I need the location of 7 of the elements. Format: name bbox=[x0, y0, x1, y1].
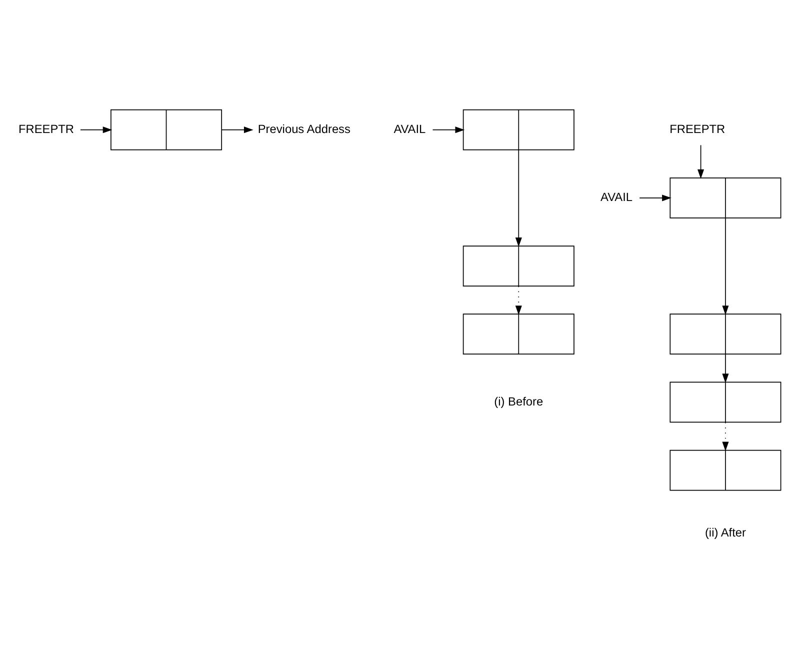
node-text: Previous Address bbox=[258, 122, 350, 136]
node-text: AVAIL bbox=[394, 122, 426, 136]
label: (i) Before bbox=[494, 394, 544, 408]
node-text: AVAIL bbox=[600, 190, 633, 204]
node-text: FREEPTR bbox=[670, 122, 726, 136]
label: (ii) After bbox=[704, 525, 746, 540]
node-text: FREEPTR bbox=[18, 122, 74, 136]
